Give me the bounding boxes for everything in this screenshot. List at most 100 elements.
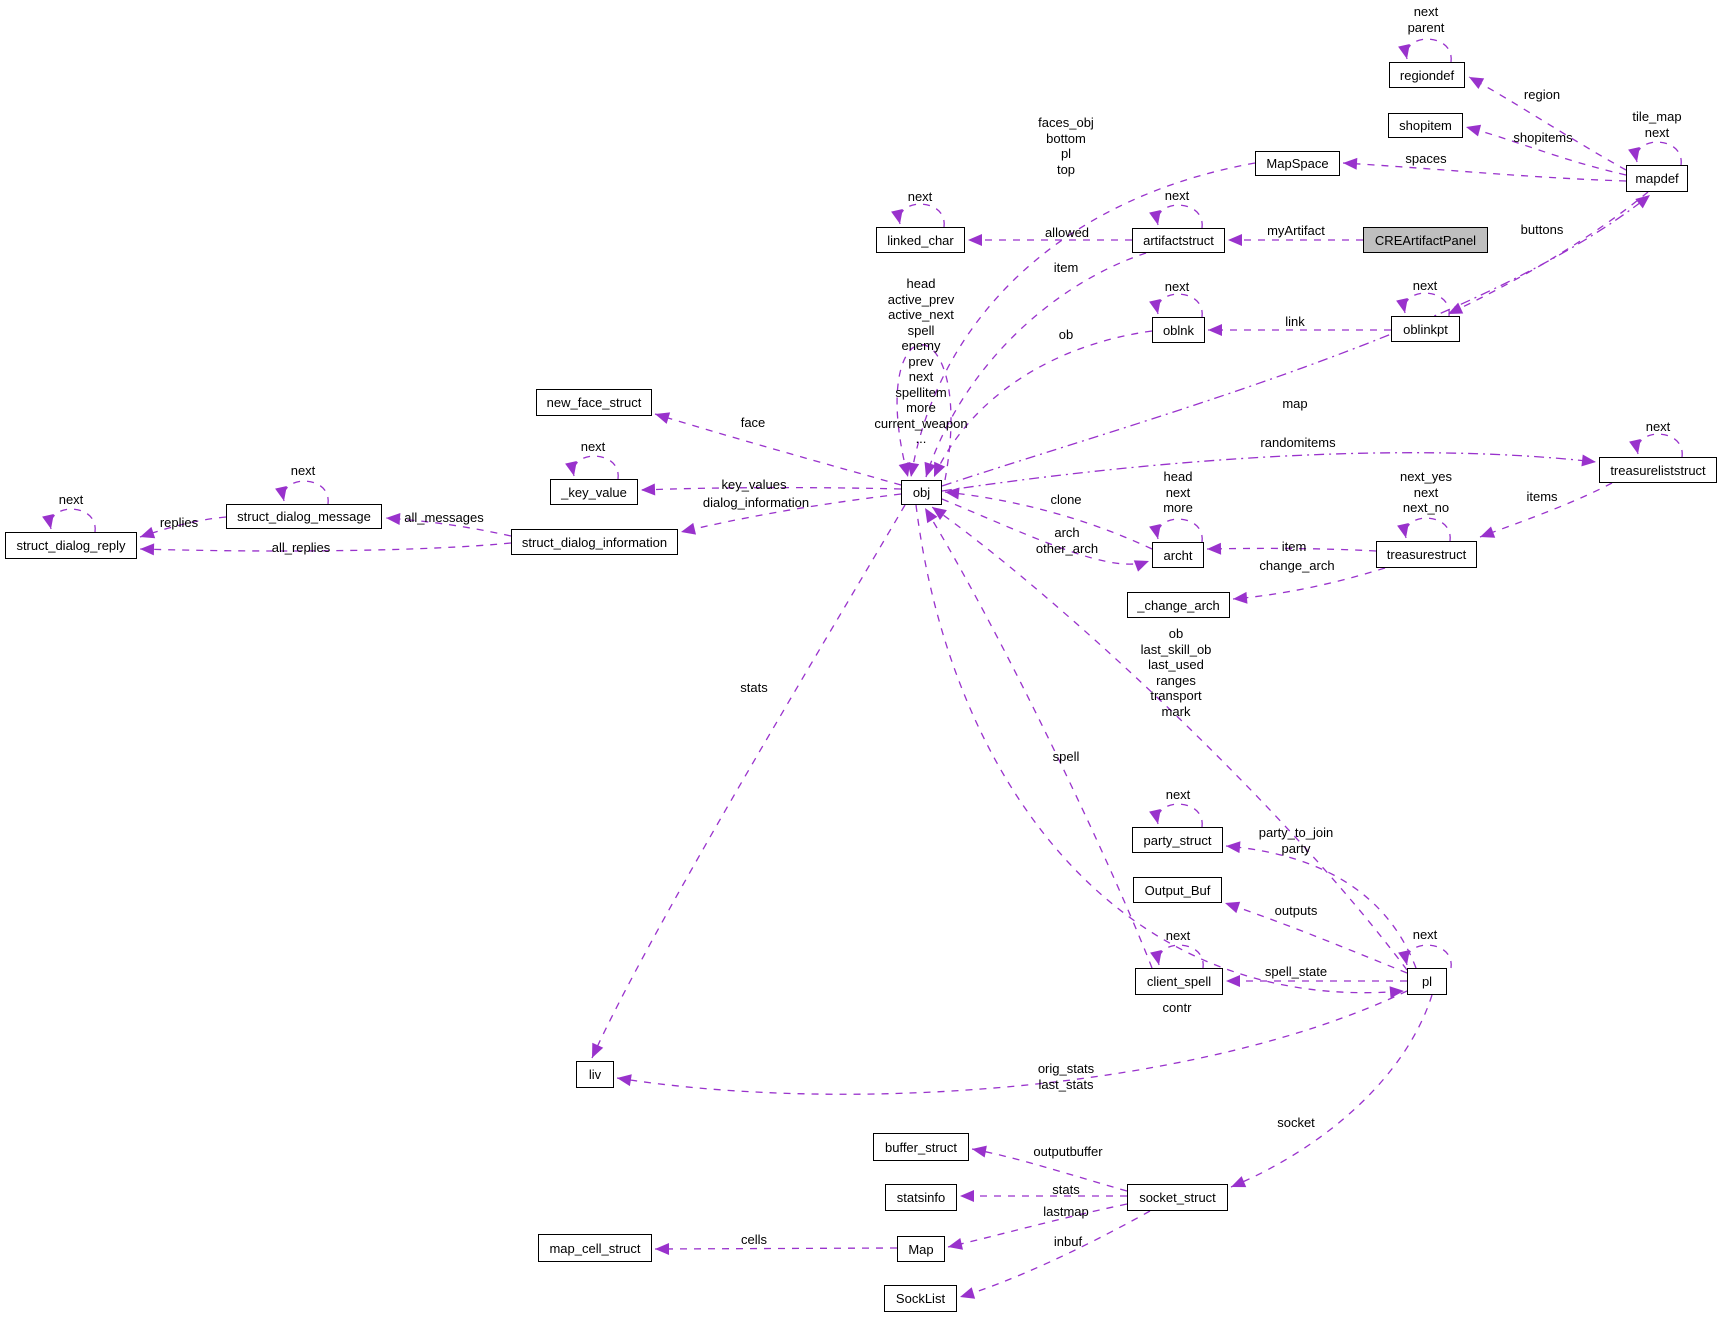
edge-label-link: link [1285, 314, 1305, 329]
edge-obj-self [896, 343, 952, 481]
node-party-struct[interactable]: party_struct [1132, 827, 1223, 853]
edge-replies [139, 516, 227, 539]
node-oblnk[interactable]: oblnk [1152, 317, 1205, 343]
node-key-value[interactable]: _key_value [550, 479, 638, 505]
edge-regiondef-self [1398, 38, 1452, 63]
edge-treasurestruct-self [1397, 517, 1451, 542]
edge-label-all-messages: all_messages [404, 510, 484, 525]
edge-label-item-artifact: item [1053, 260, 1079, 275]
node-socket-struct[interactable]: socket_struct [1127, 1184, 1228, 1211]
node-client-spell[interactable]: client_spell [1135, 968, 1223, 995]
node-liv[interactable]: liv [576, 1061, 614, 1088]
edge-label-lastmap: lastmap [1043, 1204, 1089, 1219]
node-mapdef[interactable]: mapdef [1626, 165, 1688, 192]
node-struct-dialog-information[interactable]: struct_dialog_information [511, 529, 678, 555]
edge-spaces [1342, 157, 1627, 182]
node-shopitem[interactable]: shopitem [1388, 113, 1463, 138]
node-pl[interactable]: pl [1407, 968, 1447, 995]
edge-label-party-self: next [1165, 787, 1191, 802]
node-mapspace[interactable]: MapSpace [1255, 151, 1340, 176]
edge-label-spell: spell [1052, 749, 1080, 764]
edge-label-myartifact: myArtifact [1267, 223, 1325, 238]
edge-label-client-spell-self: next [1165, 928, 1191, 943]
edge-dialog-information [680, 493, 902, 535]
edge-randomitems [941, 452, 1597, 492]
edge-item-artifact [924, 252, 1147, 478]
edge-label-face: face [740, 415, 766, 430]
edge-label-treasureliststruct-self: next [1645, 419, 1671, 434]
edge-label-pl-obj: ob last_skill_ob last_used ranges transp… [1140, 626, 1212, 719]
edge-label-party: party_to_join party [1258, 825, 1334, 856]
node-map[interactable]: Map [897, 1236, 945, 1262]
node-treasureliststruct[interactable]: treasureliststruct [1599, 457, 1717, 483]
edge-label-clone: clone [1050, 492, 1082, 507]
edge-socket [1230, 994, 1433, 1188]
edge-label-item-treasure: item [1281, 539, 1307, 554]
node-obj[interactable]: obj [901, 480, 942, 505]
node-output-buf[interactable]: Output_Buf [1133, 877, 1222, 903]
edge-orig-stats [616, 990, 1408, 1095]
node-map-cell-struct[interactable]: map_cell_struct [538, 1234, 652, 1262]
edge-artifactstruct-self [1149, 204, 1203, 229]
edge-contr [915, 504, 1405, 999]
edge-label-ob: ob [1058, 327, 1074, 342]
edge-pl-self [1398, 944, 1452, 969]
edge-treasureliststruct-self [1629, 433, 1683, 458]
edge-inbuf [959, 1210, 1151, 1299]
edge-label-oblinkpt-self: next [1412, 278, 1438, 293]
edge-label-contr: contr [1162, 1000, 1192, 1015]
edge-spell [924, 507, 1153, 969]
edge-label-arch-other-arch: arch other_arch [1035, 525, 1099, 556]
edge-message-self [275, 480, 329, 505]
edge-label-key-value-self: next [580, 439, 606, 454]
node-treasurestruct[interactable]: treasurestruct [1376, 541, 1477, 568]
edge-buttons [1447, 191, 1649, 315]
edge-label-outputbuffer: outputbuffer [1033, 1144, 1103, 1159]
edge-label-stats-liv: stats [740, 680, 768, 695]
edge-label-allowed: allowed [1044, 225, 1090, 240]
edge-items [1479, 482, 1613, 538]
edge-label-outputs: outputs [1274, 903, 1318, 918]
node-archt[interactable]: archt [1152, 542, 1204, 568]
edge-label-stats-socket: stats [1052, 1182, 1080, 1197]
node-artifactstruct[interactable]: artifactstruct [1132, 228, 1225, 253]
node-buffer-struct[interactable]: buffer_struct [873, 1133, 969, 1161]
node-socklist[interactable]: SockList [884, 1285, 957, 1312]
edge-label-change-arch: change_arch [1259, 558, 1335, 573]
node-struct-dialog-reply[interactable]: struct_dialog_reply [5, 532, 137, 559]
edge-outputs [1224, 901, 1408, 974]
edge-label-pl-self: next [1412, 927, 1438, 942]
edge-label-mapdef-self: tile_map next [1632, 109, 1682, 140]
edge-label-spaces: spaces [1405, 151, 1447, 166]
edge-label-dialog-information: dialog_information [702, 495, 810, 510]
node-new-face-struct[interactable]: new_face_struct [536, 389, 652, 416]
edge-key-values [640, 483, 902, 496]
edge-cells [654, 1242, 898, 1255]
edge-label-treasurestruct-self: next_yes next next_no [1399, 469, 1453, 515]
edge-label-regiondef-self: next parent [1407, 4, 1445, 35]
edge-key-value-self [565, 455, 619, 480]
edge-label-cells: cells [740, 1232, 768, 1247]
node-statsinfo[interactable]: statsinfo [885, 1184, 957, 1211]
node-oblinkpt[interactable]: oblinkpt [1391, 316, 1460, 342]
edge-linked-char-self [891, 203, 945, 228]
node-struct-dialog-message[interactable]: struct_dialog_message [226, 504, 382, 529]
edge-mapspace-obj [907, 162, 1256, 478]
node-regiondef[interactable]: regiondef [1389, 62, 1465, 88]
edge-label-oblnk-self: next [1164, 279, 1190, 294]
edge-all-replies [139, 542, 512, 556]
edge-outputbuffer [971, 1145, 1128, 1192]
edge-clone [944, 487, 1153, 550]
edge-map [941, 194, 1651, 487]
edge-label-key-values: key_values [721, 477, 787, 492]
edge-pl-obj [931, 506, 1408, 971]
node-linked-char[interactable]: linked_char [876, 227, 965, 253]
edge-label-message-self: next [290, 463, 316, 478]
node-change-arch[interactable]: _change_arch [1127, 592, 1230, 618]
edge-change-arch [1232, 567, 1386, 604]
edge-shopitems [1465, 124, 1627, 176]
edge-lastmap [947, 1203, 1128, 1250]
edge-label-items: items [1526, 489, 1558, 504]
